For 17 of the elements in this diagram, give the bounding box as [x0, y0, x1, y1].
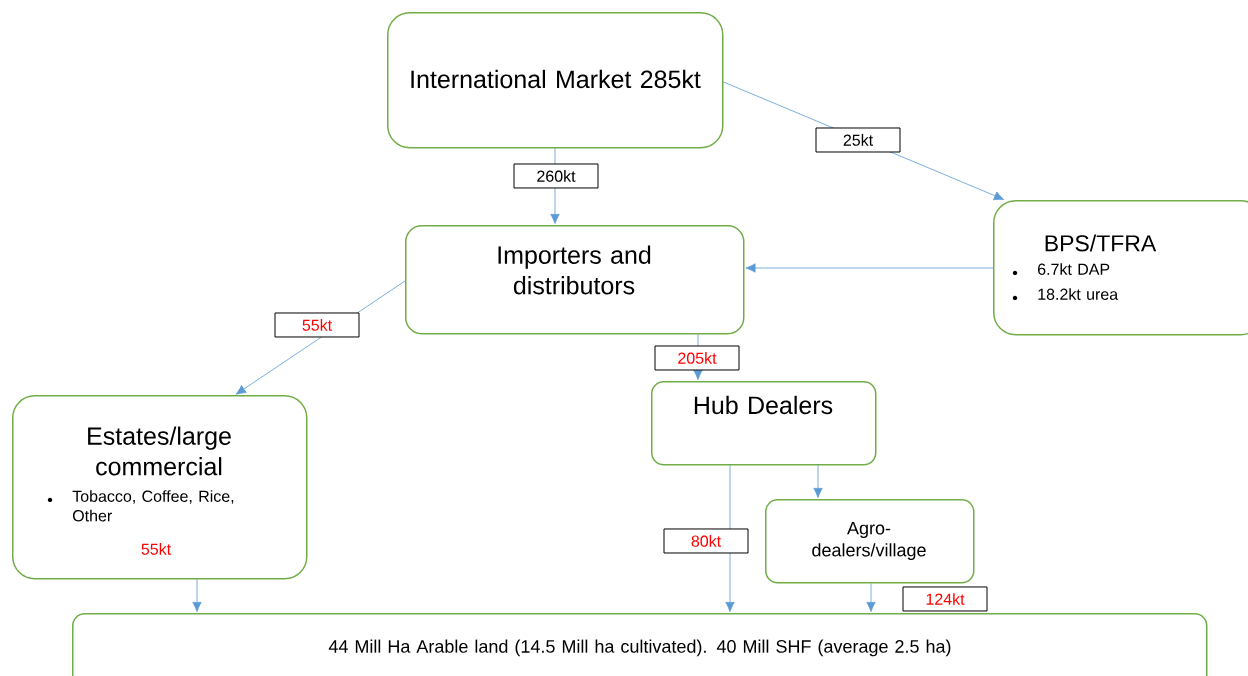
process-box: Hub Dealers [651, 381, 877, 466]
edge-label: 124kt [902, 586, 988, 612]
edge-label: 55kt [274, 312, 360, 338]
arrow [192, 579, 202, 612]
edge-label: 205kt [654, 345, 740, 371]
edge-label: 260kt [513, 163, 599, 189]
process-box: Estates/large commercial Tobacco, Coffee, Rice, Other 55kt [12, 395, 308, 580]
process-box: International Market 285kt [387, 12, 724, 149]
edge-label: 80kt [663, 528, 749, 554]
process-box: Importers and distributors [405, 225, 745, 335]
arrow [813, 465, 823, 498]
arrow [745, 263, 994, 273]
process-box: Agro-dealers/village [765, 499, 975, 584]
edge-label: 25kt [815, 127, 901, 153]
process-box: BPS/TFRA 6.7kt DAP 18.2kt urea [993, 200, 1248, 336]
process-box: 44 Mill Ha Arable land (14.5 Mill ha cultivated). 40 Mill SHF (average 2.5 ha) [72, 613, 1208, 676]
arrow [866, 583, 876, 612]
